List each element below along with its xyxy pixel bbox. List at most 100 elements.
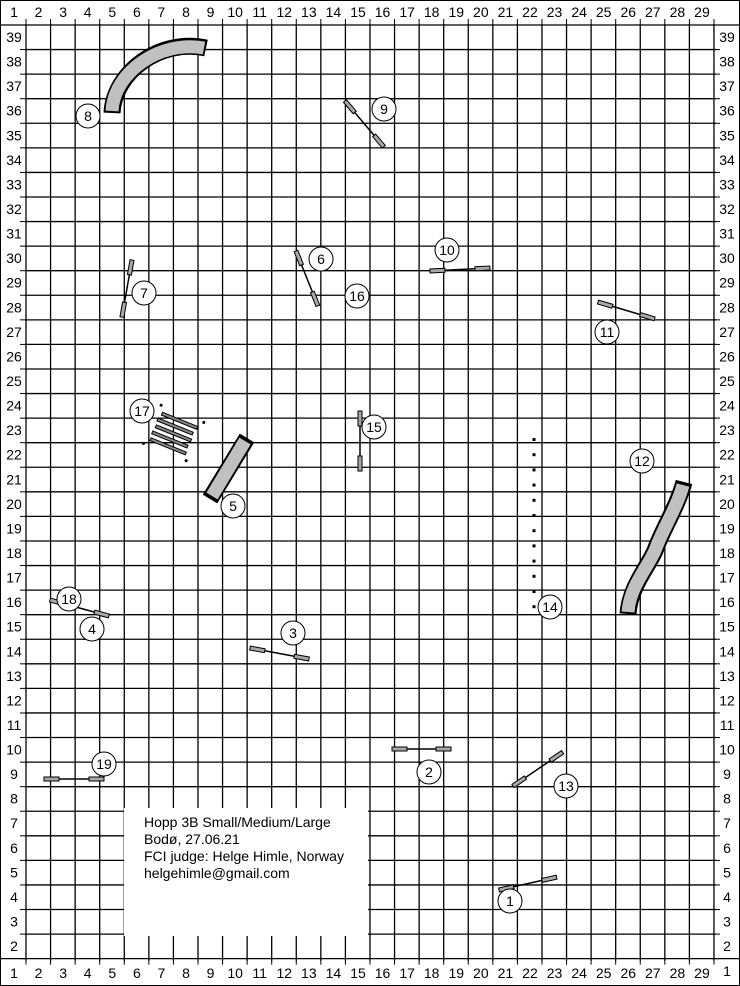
row-label-right: 1	[723, 963, 731, 979]
column-label-top: 20	[473, 4, 489, 20]
jump-wing	[548, 749, 565, 764]
marker-15: 15	[361, 414, 387, 440]
jump-wing	[88, 776, 105, 782]
jump-wing	[474, 265, 491, 272]
svg-text:8: 8	[84, 108, 92, 124]
marker-18: 18	[56, 586, 82, 612]
column-label-top: 7	[158, 4, 166, 20]
marker-7: 7	[131, 280, 157, 306]
row-label-left: 5	[10, 864, 18, 880]
column-label-top: 27	[645, 4, 661, 20]
jump-6[interactable]	[293, 249, 321, 308]
column-label-bottom: 11	[252, 965, 267, 981]
row-label-right: 22	[719, 447, 735, 463]
column-label-top: 13	[301, 4, 317, 20]
grid-labels: 1122334455667788991010111112121313141415…	[6, 4, 735, 981]
column-label-bottom: 7	[158, 965, 166, 981]
column-label-top: 3	[59, 4, 67, 20]
column-label-bottom: 25	[596, 965, 612, 981]
row-label-right: 10	[719, 742, 735, 758]
jump-10[interactable]	[429, 265, 491, 274]
row-label-right: 24	[719, 398, 735, 414]
marker-8: 8	[75, 103, 101, 129]
jump-2[interactable]	[391, 746, 452, 752]
row-label-right: 37	[719, 78, 735, 94]
column-label-bottom: 10	[227, 965, 243, 981]
svg-text:19: 19	[96, 756, 112, 772]
jump-wing	[435, 746, 452, 752]
column-label-top: 10	[227, 4, 243, 20]
column-label-bottom: 23	[547, 965, 563, 981]
jump-wing	[293, 249, 305, 267]
column-label-top: 23	[547, 4, 563, 20]
marker-19: 19	[91, 751, 117, 777]
column-label-bottom: 5	[108, 965, 116, 981]
column-label-top: 6	[133, 4, 141, 20]
long-jump-17[interactable]	[142, 403, 206, 464]
svg-text:7: 7	[140, 285, 148, 301]
svg-text:13: 13	[558, 778, 574, 794]
row-label-right: 4	[723, 889, 731, 905]
jump-1[interactable]	[497, 874, 558, 893]
column-label-top: 24	[571, 4, 587, 20]
weave-pole	[532, 514, 536, 517]
weave-pole	[532, 529, 536, 533]
marker-10: 10	[434, 237, 460, 263]
jump-15[interactable]	[357, 410, 363, 472]
svg-text:1: 1	[506, 893, 514, 909]
column-label-bottom: 9	[207, 965, 215, 981]
column-label-bottom: 16	[375, 965, 391, 981]
row-label-right: 34	[719, 152, 735, 168]
row-label-left: 22	[6, 447, 22, 463]
jump-19[interactable]	[43, 776, 105, 782]
column-label-top: 29	[694, 4, 710, 20]
row-label-right: 9	[723, 766, 731, 782]
marker-4: 4	[79, 616, 105, 642]
weave-poles-14[interactable]	[532, 438, 536, 609]
marker-13: 13	[553, 773, 579, 799]
column-label-bottom: 15	[350, 965, 366, 981]
jump-wing	[293, 653, 310, 662]
jump-wing	[391, 746, 408, 752]
row-label-right: 8	[723, 791, 731, 807]
row-label-left: 35	[6, 127, 22, 143]
row-label-right: 32	[719, 201, 735, 217]
jump-13[interactable]	[511, 749, 565, 789]
row-label-left: 29	[6, 275, 22, 291]
jump-9[interactable]	[342, 99, 387, 149]
tunnel-12[interactable]	[619, 479, 693, 616]
weave-pole	[532, 498, 536, 502]
row-label-left: 31	[6, 226, 22, 242]
svg-text:15: 15	[366, 419, 382, 435]
row-label-right: 33	[719, 176, 735, 192]
row-label-right: 5	[723, 864, 731, 880]
row-label-left: 34	[6, 152, 22, 168]
jump-3[interactable]	[249, 645, 310, 662]
jump-7[interactable]	[119, 259, 135, 319]
row-label-left: 7	[10, 815, 18, 831]
column-label-top: 16	[375, 4, 391, 20]
weave-pole	[532, 559, 536, 563]
tunnel-8[interactable]	[103, 37, 208, 114]
jump-wing	[357, 455, 363, 472]
svg-text:3: 3	[289, 625, 297, 641]
tunnel-5[interactable]	[202, 433, 255, 504]
column-label-bottom: 3	[59, 965, 67, 981]
marker-9: 9	[371, 96, 397, 122]
info-judge: FCI judge: Helge Himle, Norway	[144, 848, 344, 864]
column-label-top: 9	[207, 4, 215, 20]
row-label-right: 27	[719, 324, 735, 340]
jump-wing	[429, 267, 446, 274]
svg-text:14: 14	[542, 599, 558, 615]
column-label-bottom: 17	[399, 965, 415, 981]
row-label-right: 14	[719, 643, 735, 659]
jump-11[interactable]	[596, 299, 656, 322]
svg-text:2: 2	[425, 764, 433, 780]
marker-14: 14	[537, 594, 563, 620]
row-label-left: 26	[6, 348, 22, 364]
svg-text:5: 5	[229, 498, 237, 514]
column-label-bottom: 19	[448, 965, 464, 981]
row-label-left: 36	[6, 103, 22, 119]
svg-text:10: 10	[439, 242, 455, 258]
